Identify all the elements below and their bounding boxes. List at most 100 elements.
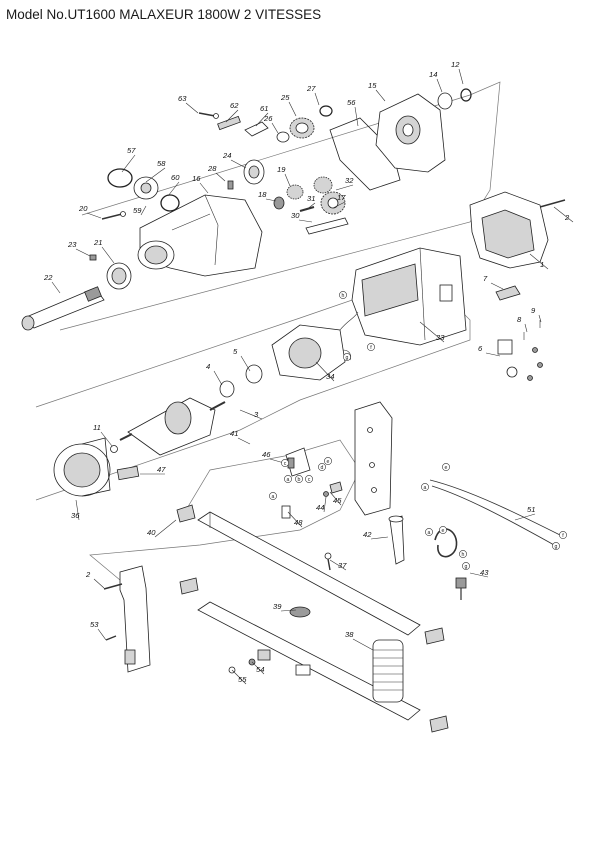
housing-cover-15 xyxy=(375,93,446,173)
leader-line-p53 xyxy=(97,628,107,641)
part-label-p46: 46 xyxy=(262,450,271,459)
leader-line-p55 xyxy=(231,669,247,685)
connector-letter-ch1: h xyxy=(342,293,345,299)
leader-lines xyxy=(51,68,574,685)
connector-letter-cb: b xyxy=(298,477,301,483)
part-label-p57: 57 xyxy=(127,146,136,155)
part-label-p38: 38 xyxy=(345,630,354,639)
connector-cc2: c xyxy=(305,475,313,483)
part-label-p28: 28 xyxy=(207,164,217,173)
bracket-53 xyxy=(119,565,151,673)
armature-3 xyxy=(119,397,226,456)
motor-housing-33 xyxy=(351,247,467,346)
switch-46 xyxy=(285,447,311,477)
part-label-p27: 27 xyxy=(306,84,316,93)
part-label-p4: 4 xyxy=(206,362,210,371)
leader-line-p30 xyxy=(298,219,313,223)
leader-line-p24 xyxy=(230,159,247,169)
part-label-p11: 11 xyxy=(93,423,101,432)
leader-line-p32 xyxy=(335,184,354,191)
part-label-p56: 56 xyxy=(347,98,356,107)
connector-ce1: e xyxy=(324,457,332,465)
pin-28 xyxy=(227,180,234,190)
shaft-30 xyxy=(305,217,349,235)
part-label-p25: 25 xyxy=(280,93,290,102)
cord-guard-42 xyxy=(388,515,405,565)
part-label-p61: 61 xyxy=(260,104,268,113)
leader-line-p27 xyxy=(314,92,320,106)
leader-line-p62 xyxy=(225,109,239,123)
part-label-p40: 40 xyxy=(147,528,156,537)
screw-20 xyxy=(101,211,126,220)
connector-circle-cd xyxy=(318,463,326,471)
connector-letter-ca3: a xyxy=(424,485,427,491)
screw-2-top xyxy=(539,199,566,208)
leader-line-p20 xyxy=(86,212,102,219)
brush-holder-7 xyxy=(495,285,521,301)
connector-cb: b xyxy=(295,475,303,483)
leader-line-p23 xyxy=(75,248,91,257)
part-label-p51: 51 xyxy=(527,505,535,514)
leader-line-p3 xyxy=(239,409,263,420)
part-label-p41: 41 xyxy=(230,429,238,438)
connector-circle-cc xyxy=(281,459,289,467)
key-23 xyxy=(89,254,97,261)
part-label-p21: 21 xyxy=(93,238,102,247)
leader-line-p11 xyxy=(100,431,113,447)
gasket-56 xyxy=(329,117,401,191)
part-label-p3: 3 xyxy=(254,410,259,419)
ring-60 xyxy=(160,194,180,212)
connector-circle-ce2 xyxy=(442,463,450,471)
connector-cf1: f xyxy=(367,343,375,351)
connector-ca1: a xyxy=(284,475,292,483)
handle-panel-41 xyxy=(354,401,393,516)
part-label-p24: 24 xyxy=(222,151,231,160)
connector-ca4: a xyxy=(425,528,433,536)
rubber-39 xyxy=(289,606,311,618)
connector-cc: c xyxy=(281,459,289,467)
leader-line-p41 xyxy=(237,437,251,445)
connector-letter-ca4: a xyxy=(428,530,431,536)
leader-line-p14 xyxy=(436,78,443,93)
leader-line-p19 xyxy=(284,173,291,187)
connector-circle-cg1 xyxy=(343,353,351,361)
part-label-p53: 53 xyxy=(90,620,99,629)
connector-circle-ca2 xyxy=(269,492,277,500)
part-label-p18: 18 xyxy=(258,190,267,199)
leader-line-p2b xyxy=(93,578,105,589)
leader-line-p36 xyxy=(75,499,80,521)
spring-38 xyxy=(372,639,404,703)
leader-line-p43 xyxy=(469,572,489,578)
spindle-22 xyxy=(21,286,105,331)
leader-line-p37 xyxy=(329,559,347,571)
leader-line-p8 xyxy=(524,323,528,333)
connector-circle-ca3 xyxy=(421,483,429,491)
bearing-24 xyxy=(243,159,265,185)
bearing-5 xyxy=(245,364,263,384)
connector-circle-ce3 xyxy=(439,526,447,534)
front-cover-36 xyxy=(53,437,111,497)
leader-line-p4 xyxy=(213,370,223,386)
connector-ch2: h xyxy=(459,550,467,558)
part-label-p54: 54 xyxy=(256,665,264,674)
connector-circle-ce1 xyxy=(324,457,332,465)
screw-37 xyxy=(324,552,332,571)
screw-2-bottom xyxy=(103,583,123,590)
connector-cg2: g xyxy=(552,542,560,550)
connector-letter-cc: c xyxy=(284,461,287,467)
leader-line-p21 xyxy=(101,246,115,264)
frame-pad-right xyxy=(424,627,445,645)
connector-ce3: e xyxy=(439,526,447,534)
connector-circle-cg2 xyxy=(552,542,560,550)
screw-53 xyxy=(105,635,117,641)
leader-line-p22 xyxy=(51,281,61,294)
part-label-p33: 33 xyxy=(436,333,445,342)
connector-cd: d xyxy=(318,463,326,471)
part-label-p22: 22 xyxy=(43,273,53,282)
part-label-p39: 39 xyxy=(273,602,282,611)
leader-line-p38 xyxy=(352,638,374,651)
washer-26 xyxy=(276,131,290,143)
leader-line-p63 xyxy=(185,102,199,114)
leader-line-p59 xyxy=(140,205,147,216)
